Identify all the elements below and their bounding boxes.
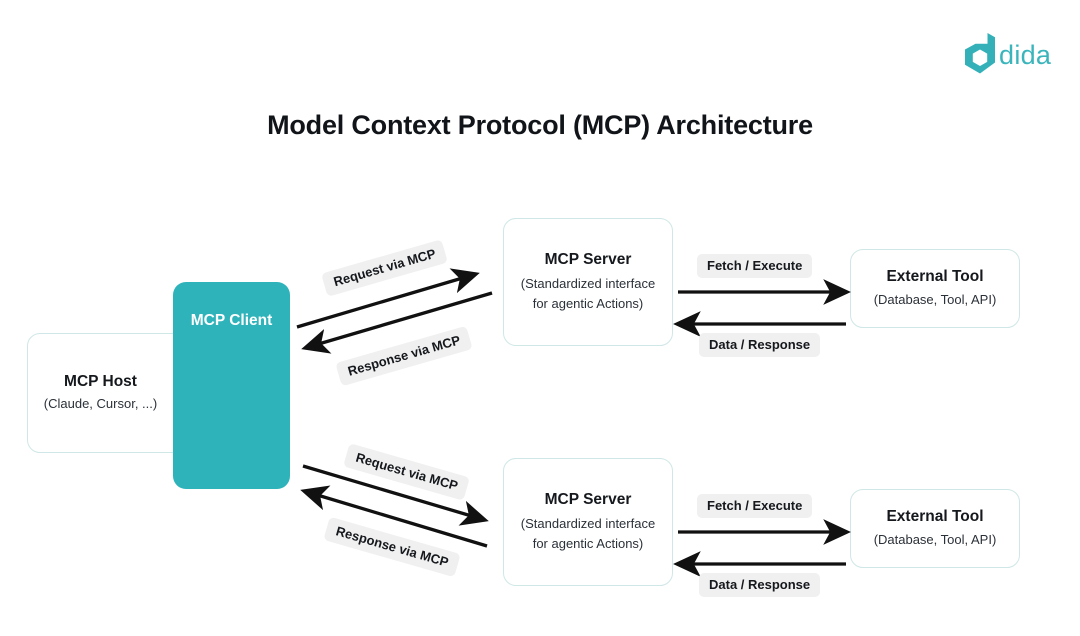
- node-external-tool-bottom[interactable]: External Tool (Database, Tool, API): [850, 489, 1020, 568]
- node-external-tool-top-subtitle: (Database, Tool, API): [873, 292, 997, 308]
- page-title: Model Context Protocol (MCP) Architectur…: [267, 110, 813, 140]
- node-mcp-server-bottom-subtitle-line2: for agentic Actions): [532, 535, 644, 551]
- node-external-tool-top-title: External Tool: [886, 267, 984, 285]
- node-mcp-host-subtitle: (Claude, Cursor, ...): [43, 396, 158, 412]
- edge-label-request-via-mcp-bottom: Request via MCP: [343, 443, 471, 501]
- brand-wordmark: dida: [999, 39, 1052, 70]
- edge-label-data-response-bottom: Data / Response: [699, 573, 821, 597]
- edge-label-fetch-execute-bottom: Fetch / Execute: [697, 494, 813, 518]
- brand-logo: dida: [963, 31, 1053, 79]
- edge-label-request-via-mcp-top: Request via MCP: [321, 239, 449, 297]
- node-mcp-server-bottom-subtitle: (Standardized interface for agentic Acti…: [521, 514, 655, 554]
- node-mcp-client[interactable]: MCP Client: [173, 282, 290, 489]
- node-mcp-server-top-subtitle-line1: (Standardized interface: [520, 275, 656, 291]
- edge-label-fetch-execute-top: Fetch / Execute: [697, 254, 813, 278]
- node-mcp-server-top-title: MCP Server: [544, 251, 632, 269]
- node-mcp-server-bottom-title: MCP Server: [544, 491, 632, 509]
- node-external-tool-top[interactable]: External Tool (Database, Tool, API): [850, 249, 1020, 328]
- edge-label-response-via-mcp-bottom: Response via MCP: [323, 516, 461, 578]
- node-mcp-host-title: MCP Host: [64, 372, 137, 390]
- node-external-tool-bottom-subtitle: (Database, Tool, API): [873, 532, 997, 548]
- dida-hexagon-d-icon: [965, 33, 995, 74]
- node-mcp-client-title: MCP Client: [190, 312, 273, 329]
- node-mcp-server-top-subtitle: (Standardized interface for agentic Acti…: [521, 274, 655, 314]
- edge-label-response-via-mcp-top: Response via MCP: [335, 325, 473, 387]
- node-external-tool-bottom-title: External Tool: [886, 507, 984, 525]
- node-mcp-server-top[interactable]: MCP Server (Standardized interface for a…: [503, 218, 673, 346]
- edge-label-data-response-top: Data / Response: [699, 333, 821, 357]
- node-mcp-server-bottom-subtitle-line1: (Standardized interface: [520, 515, 656, 531]
- node-mcp-server-top-subtitle-line2: for agentic Actions): [532, 295, 644, 311]
- node-mcp-server-bottom[interactable]: MCP Server (Standardized interface for a…: [503, 458, 673, 586]
